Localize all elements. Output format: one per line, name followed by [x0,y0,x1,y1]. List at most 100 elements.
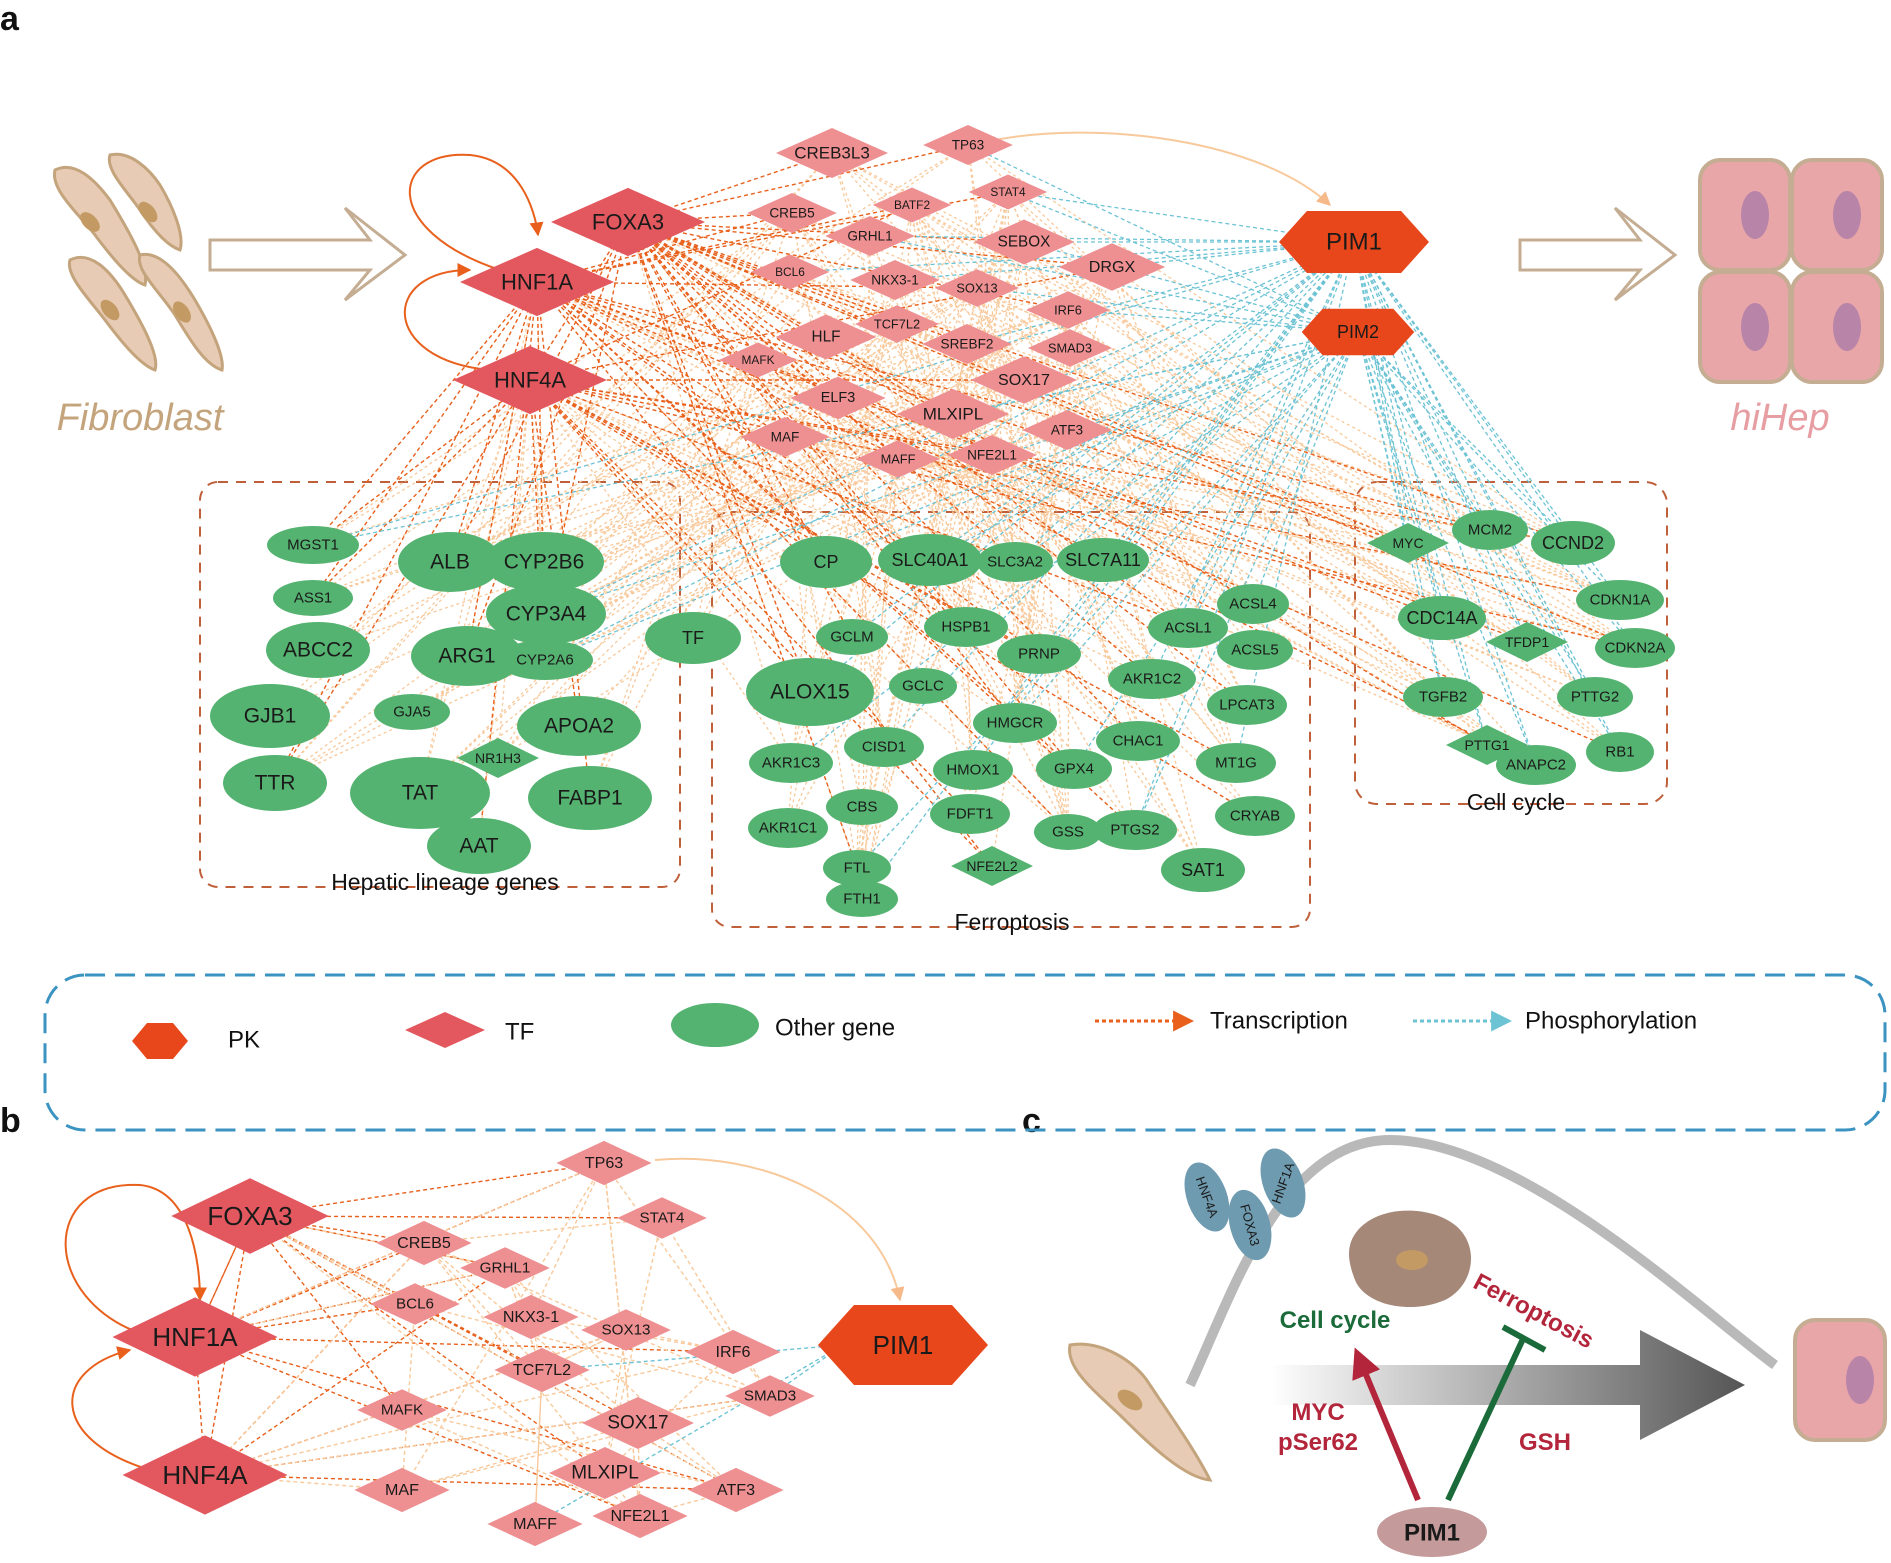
gene-node-cbs[interactable]: CBS [826,789,898,825]
gene-node-arg1[interactable]: ARG1 [411,626,523,686]
gene-node-slc40a1[interactable]: SLC40A1 [878,534,982,586]
gene-node-myc[interactable]: MYC [1367,523,1449,563]
gene-node-aat[interactable]: AAT [427,818,531,874]
gene-node-alb[interactable]: ALB [398,532,502,592]
tf-node-drgx[interactable]: DRGX [1058,243,1166,291]
gene-node-gclm[interactable]: GCLM [816,619,888,655]
tf-node-nkx3-1[interactable]: NKX3-1 [850,260,940,300]
tf-node-b-sox17[interactable]: SOX17 [582,1397,694,1449]
tf-node-creb3l3[interactable]: CREB3L3 [776,128,888,178]
tf-node-b-bcl6[interactable]: BCL6 [370,1283,460,1325]
tf-node-maff[interactable]: MAFF [856,440,940,478]
tf-node-b-creb5[interactable]: CREB5 [376,1220,472,1266]
pk-node-b-pim1[interactable]: PIM1 [818,1305,988,1385]
gene-node-cyp2b6[interactable]: CYP2B6 [484,532,604,592]
gene-node-ttr[interactable]: TTR [223,755,327,811]
gene-node-tfdp1[interactable]: TFDP1 [1486,622,1568,662]
gene-node-gss[interactable]: GSS [1034,814,1102,850]
pk-node-pim2[interactable]: PIM2 [1301,308,1415,356]
gene-node-nfe2l2[interactable]: NFE2L2 [951,846,1033,886]
gene-node-cryab[interactable]: CRYAB [1215,796,1295,836]
gene-node-akr1c1[interactable]: AKR1C1 [748,808,828,848]
tf-node-b-maf[interactable]: MAF [354,1467,450,1513]
gene-node-gclc[interactable]: GCLC [889,668,957,704]
gene-node-acsl4[interactable]: ACSL4 [1217,584,1289,624]
gene-node-cyp2a6[interactable]: CYP2A6 [497,640,593,680]
tf-node-b-tp63[interactable]: TP63 [556,1140,652,1186]
tf-node-nfe2l1[interactable]: NFE2L1 [947,435,1037,475]
tf-node-b-atf3[interactable]: ATF3 [688,1467,784,1513]
gene-node-tgfb2[interactable]: TGFB2 [1403,677,1483,717]
tf-node-b-mafk[interactable]: MAFK [357,1389,447,1431]
gene-node-akr1c2[interactable]: AKR1C2 [1108,659,1196,699]
tf-node-b-grhl1[interactable]: GRHL1 [460,1247,550,1289]
gene-node-nr1h3[interactable]: NR1H3 [457,738,539,778]
tf-node-sox17[interactable]: SOX17 [970,356,1078,404]
gene-node-mcm2[interactable]: MCM2 [1452,510,1528,550]
gene-node-slc7a11[interactable]: SLC7A11 [1057,538,1149,582]
gene-node-fabp1[interactable]: FABP1 [528,766,652,830]
gene-node-cdc14a[interactable]: CDC14A [1398,596,1486,640]
tf-node-b-hnf4a[interactable]: HNF4A [122,1435,288,1515]
gene-node-fth1[interactable]: FTH1 [826,881,898,917]
gene-node-apoa2[interactable]: APOA2 [517,696,641,756]
gene-node-sat1[interactable]: SAT1 [1161,848,1245,892]
tf-node-b-smad3[interactable]: SMAD3 [725,1375,815,1417]
tf-node-tp63[interactable]: TP63 [923,125,1013,165]
gene-node-cisd1[interactable]: CISD1 [844,727,924,767]
gene-node-alox15[interactable]: ALOX15 [746,658,874,726]
gene-node-gja5[interactable]: GJA5 [374,694,450,730]
tf-node-sox13[interactable]: SOX13 [935,269,1019,307]
gene-node-prnp[interactable]: PRNP [997,634,1081,674]
tf-node-b-stat4[interactable]: STAT4 [617,1197,707,1239]
gene-node-mt1g[interactable]: MT1G [1196,743,1276,783]
tf-node-b-nkx3-1[interactable]: NKX3-1 [483,1294,579,1340]
tf-node-b-foxa3[interactable]: FOXA3 [171,1178,329,1254]
tf-node-hlf[interactable]: HLF [775,314,877,360]
tf-node-b-irf6[interactable]: IRF6 [685,1329,781,1375]
gene-node-cdkn1a[interactable]: CDKN1A [1576,580,1664,620]
tf-node-b-tcf7l2[interactable]: TCF7L2 [494,1347,590,1393]
tf-node-b-mlxipl[interactable]: MLXIPL [549,1447,661,1499]
gene-node-ccnd2[interactable]: CCND2 [1531,521,1615,565]
tf-node-maf[interactable]: MAF [740,417,830,457]
gene-node-cp[interactable]: CP [780,536,872,588]
gene-node-tat[interactable]: TAT [350,757,490,829]
gene-node-hmgcr[interactable]: HMGCR [973,703,1057,743]
tf-node-irf6[interactable]: IRF6 [1026,291,1110,329]
tf-node-atf3[interactable]: ATF3 [1022,410,1112,450]
tf-node-b-sox13[interactable]: SOX13 [581,1309,671,1351]
tf-node-hnf4a[interactable]: HNF4A [453,345,607,415]
tf-node-smad3[interactable]: SMAD3 [1028,329,1112,367]
tf-node-bcl6[interactable]: BCL6 [750,254,830,290]
tf-node-mlxipl[interactable]: MLXIPL [897,389,1009,439]
gene-node-slc3a2[interactable]: SLC3A2 [977,542,1053,582]
gene-node-gpx4[interactable]: GPX4 [1036,749,1112,789]
tf-node-srebf2[interactable]: SREBF2 [922,324,1012,364]
gene-node-acsl1[interactable]: ACSL1 [1148,608,1228,648]
gene-node-akr1c3[interactable]: AKR1C3 [749,743,833,783]
tf-node-sebox[interactable]: SEBOX [973,219,1075,265]
tf-node-grhl1[interactable]: GRHL1 [825,216,915,256]
gene-node-cyp3a4[interactable]: CYP3A4 [486,584,606,644]
gene-node-hspb1[interactable]: HSPB1 [924,607,1008,647]
gene-node-anapc2[interactable]: ANAPC2 [1496,745,1576,785]
tf-node-creb5[interactable]: CREB5 [747,193,837,233]
tf-node-foxa3[interactable]: FOXA3 [551,187,705,257]
gene-node-ass1[interactable]: ASS1 [273,580,353,616]
gene-node-cdkn2a[interactable]: CDKN2A [1595,628,1675,668]
gene-node-tf[interactable]: TF [645,612,741,664]
tf-node-b-nfe2l1[interactable]: NFE2L1 [592,1493,688,1539]
gene-node-chac1[interactable]: CHAC1 [1096,721,1180,761]
tf-node-mafk[interactable]: MAFK [718,342,798,378]
gene-node-fdft1[interactable]: FDFT1 [930,794,1010,834]
gene-node-acsl5[interactable]: ACSL5 [1217,630,1293,670]
tf-node-stat4[interactable]: STAT4 [968,174,1048,210]
gene-node-gjb1[interactable]: GJB1 [210,684,330,748]
gene-node-mgst1[interactable]: MGST1 [267,526,359,564]
pk-node-pim1[interactable]: PIM1 [1279,211,1429,273]
tf-node-hnf1a[interactable]: HNF1A [460,247,614,317]
tf-node-tcf7l2[interactable]: TCF7L2 [855,305,939,343]
tf-node-batf2[interactable]: BATF2 [872,187,952,223]
gene-node-pttg2[interactable]: PTTG2 [1557,677,1633,717]
